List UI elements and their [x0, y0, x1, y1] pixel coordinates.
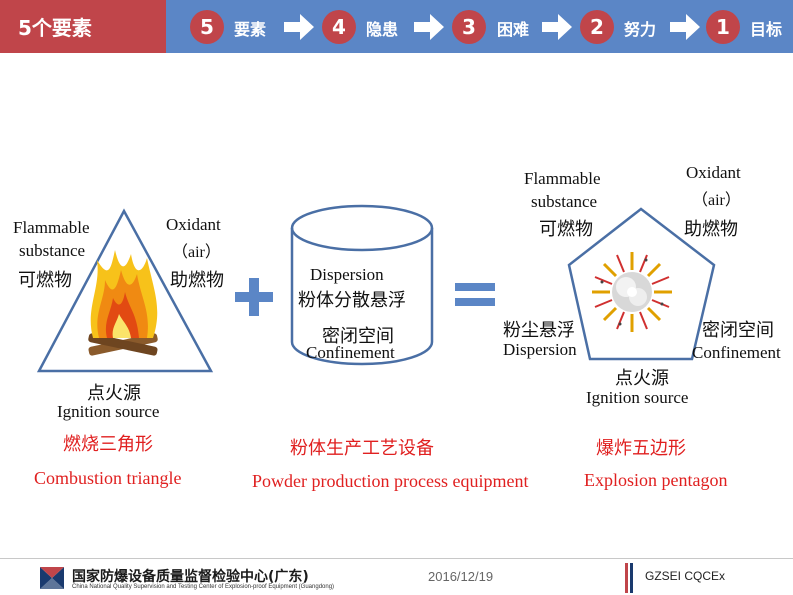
- step-2-number: 2: [580, 10, 614, 44]
- pentagon-caption-en: Explosion pentagon: [584, 470, 727, 491]
- triangle-caption-en: Combustion triangle: [34, 468, 182, 489]
- step-2-label: 努力: [624, 16, 656, 40]
- arrow-right-icon: [284, 14, 314, 40]
- pentagon-ignition-zh: 点火源: [615, 364, 669, 390]
- footer-accent-bar-blue: [630, 563, 633, 593]
- step-4-label: 隐患: [366, 16, 398, 40]
- step-3-number: 3: [452, 10, 486, 44]
- pentagon-confinement-en: Confinement: [692, 343, 781, 363]
- footer-org-en: China National Quality Supervision and T…: [72, 584, 334, 590]
- triangle-caption-zh: 燃烧三角形: [63, 430, 153, 456]
- pentagon-dispersion-en: Dispersion: [503, 340, 577, 360]
- triangle-air-en: （air）: [172, 238, 221, 262]
- footer-org-zh: 国家防爆设备质量监督检验中心(广东): [72, 566, 309, 586]
- pentagon-caption-zh: 爆炸五边形: [596, 434, 686, 460]
- step-5-label: 要素: [234, 16, 266, 40]
- footer-accent-bar-red: [625, 563, 628, 593]
- equals-icon: [455, 283, 495, 307]
- pentagon-dispersion-zh: 粉尘悬浮: [503, 316, 575, 342]
- cylinder-dispersion-zh: 粉体分散悬浮: [298, 286, 406, 312]
- arrow-right-icon: [670, 14, 700, 40]
- triangle-oxidant-en: Oxidant: [166, 215, 221, 235]
- triangle-oxidant-zh: 助燃物: [170, 266, 224, 292]
- step-4-number: 4: [322, 10, 356, 44]
- plus-icon: [235, 278, 273, 316]
- triangle-flammable-en-2: substance: [19, 240, 85, 262]
- step-3-label: 困难: [497, 16, 529, 40]
- footer-code: GZSEI CQCEx: [645, 569, 725, 583]
- pentagon-flammable-zh: 可燃物: [539, 215, 593, 241]
- footer-date: 2016/12/19: [428, 569, 493, 584]
- cylinder-caption-en: Powder production process equipment: [252, 471, 528, 492]
- cylinder-caption-zh: 粉体生产工艺设备: [290, 434, 434, 460]
- fire-icon: [83, 248, 163, 363]
- gzsei-logo-icon: [38, 565, 66, 591]
- step-1-label: 目标: [750, 16, 782, 40]
- pentagon-air-en: （air）: [692, 186, 741, 210]
- step-5-number: 5: [190, 10, 224, 44]
- pentagon-flammable-en-2: substance: [531, 192, 597, 212]
- header-title: 5个要素: [18, 12, 92, 41]
- pentagon-oxidant-en: Oxidant: [686, 163, 741, 183]
- pentagon-oxidant-zh: 助燃物: [684, 215, 738, 241]
- arrow-right-icon: [414, 14, 444, 40]
- pentagon-ignition-en: Ignition source: [586, 388, 688, 408]
- triangle-ignition-en: Ignition source: [57, 402, 159, 422]
- triangle-flammable-zh: 可燃物: [18, 266, 72, 292]
- explosion-icon: [590, 250, 674, 334]
- triangle-flammable-en-1: Flammable: [13, 217, 89, 239]
- cylinder-dispersion-en: Dispersion: [310, 265, 384, 285]
- pentagon-confinement-zh: 密闭空间: [702, 316, 774, 342]
- cylinder-confinement-en: Confinement: [306, 343, 395, 363]
- arrow-right-icon: [542, 14, 572, 40]
- footer-divider: [0, 558, 793, 559]
- pentagon-flammable-en-1: Flammable: [524, 169, 600, 189]
- step-1-number: 1: [706, 10, 740, 44]
